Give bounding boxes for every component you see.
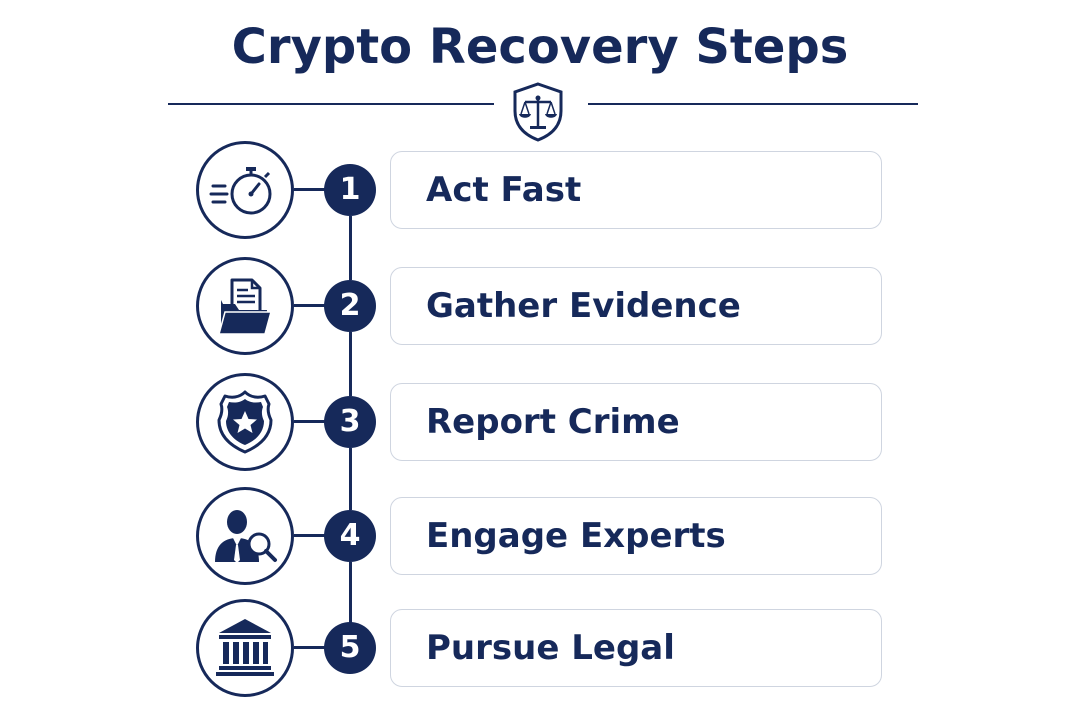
stopwatch-icon — [209, 167, 272, 215]
step-4-number: 4 — [324, 510, 376, 562]
step-4-card: Engage Experts — [390, 497, 882, 575]
step-5-label: Pursue Legal — [426, 628, 675, 668]
step-connector — [349, 332, 352, 396]
page-title: Crypto Recovery Steps — [231, 19, 849, 75]
step-connector — [349, 448, 352, 510]
step-5-tick — [294, 646, 328, 649]
step-connector — [349, 216, 352, 280]
step-2-card: Gather Evidence — [390, 267, 882, 345]
step-2-number: 2 — [324, 280, 376, 332]
header-rule-left — [168, 103, 494, 105]
step-connector — [349, 562, 352, 624]
scales-of-justice-shield-icon — [513, 82, 563, 142]
step-1-card: Act Fast — [390, 151, 882, 229]
header-rule-right — [588, 103, 918, 105]
step-4-icon-circle — [196, 487, 294, 585]
step-3-icon-circle — [196, 373, 294, 471]
step-2-icon-circle — [196, 257, 294, 355]
expert-magnifier-icon — [215, 510, 277, 563]
step-1-tick — [294, 188, 328, 191]
step-3-number: 3 — [324, 396, 376, 448]
step-3-card: Report Crime — [390, 383, 882, 461]
step-4-label: Engage Experts — [426, 516, 726, 556]
step-1-number: 1 — [324, 164, 376, 216]
police-badge-icon — [217, 390, 273, 454]
step-4-tick — [294, 534, 328, 537]
step-1-label: Act Fast — [426, 170, 582, 210]
step-5-number: 5 — [324, 622, 376, 674]
step-5-card: Pursue Legal — [390, 609, 882, 687]
step-5-icon-circle — [196, 599, 294, 697]
document-folder-icon — [218, 278, 272, 335]
step-3-tick — [294, 420, 328, 423]
step-2-label: Gather Evidence — [426, 286, 741, 326]
step-1-icon-circle — [196, 141, 294, 239]
step-3-label: Report Crime — [426, 402, 680, 442]
courthouse-icon — [216, 619, 274, 676]
step-2-tick — [294, 304, 328, 307]
